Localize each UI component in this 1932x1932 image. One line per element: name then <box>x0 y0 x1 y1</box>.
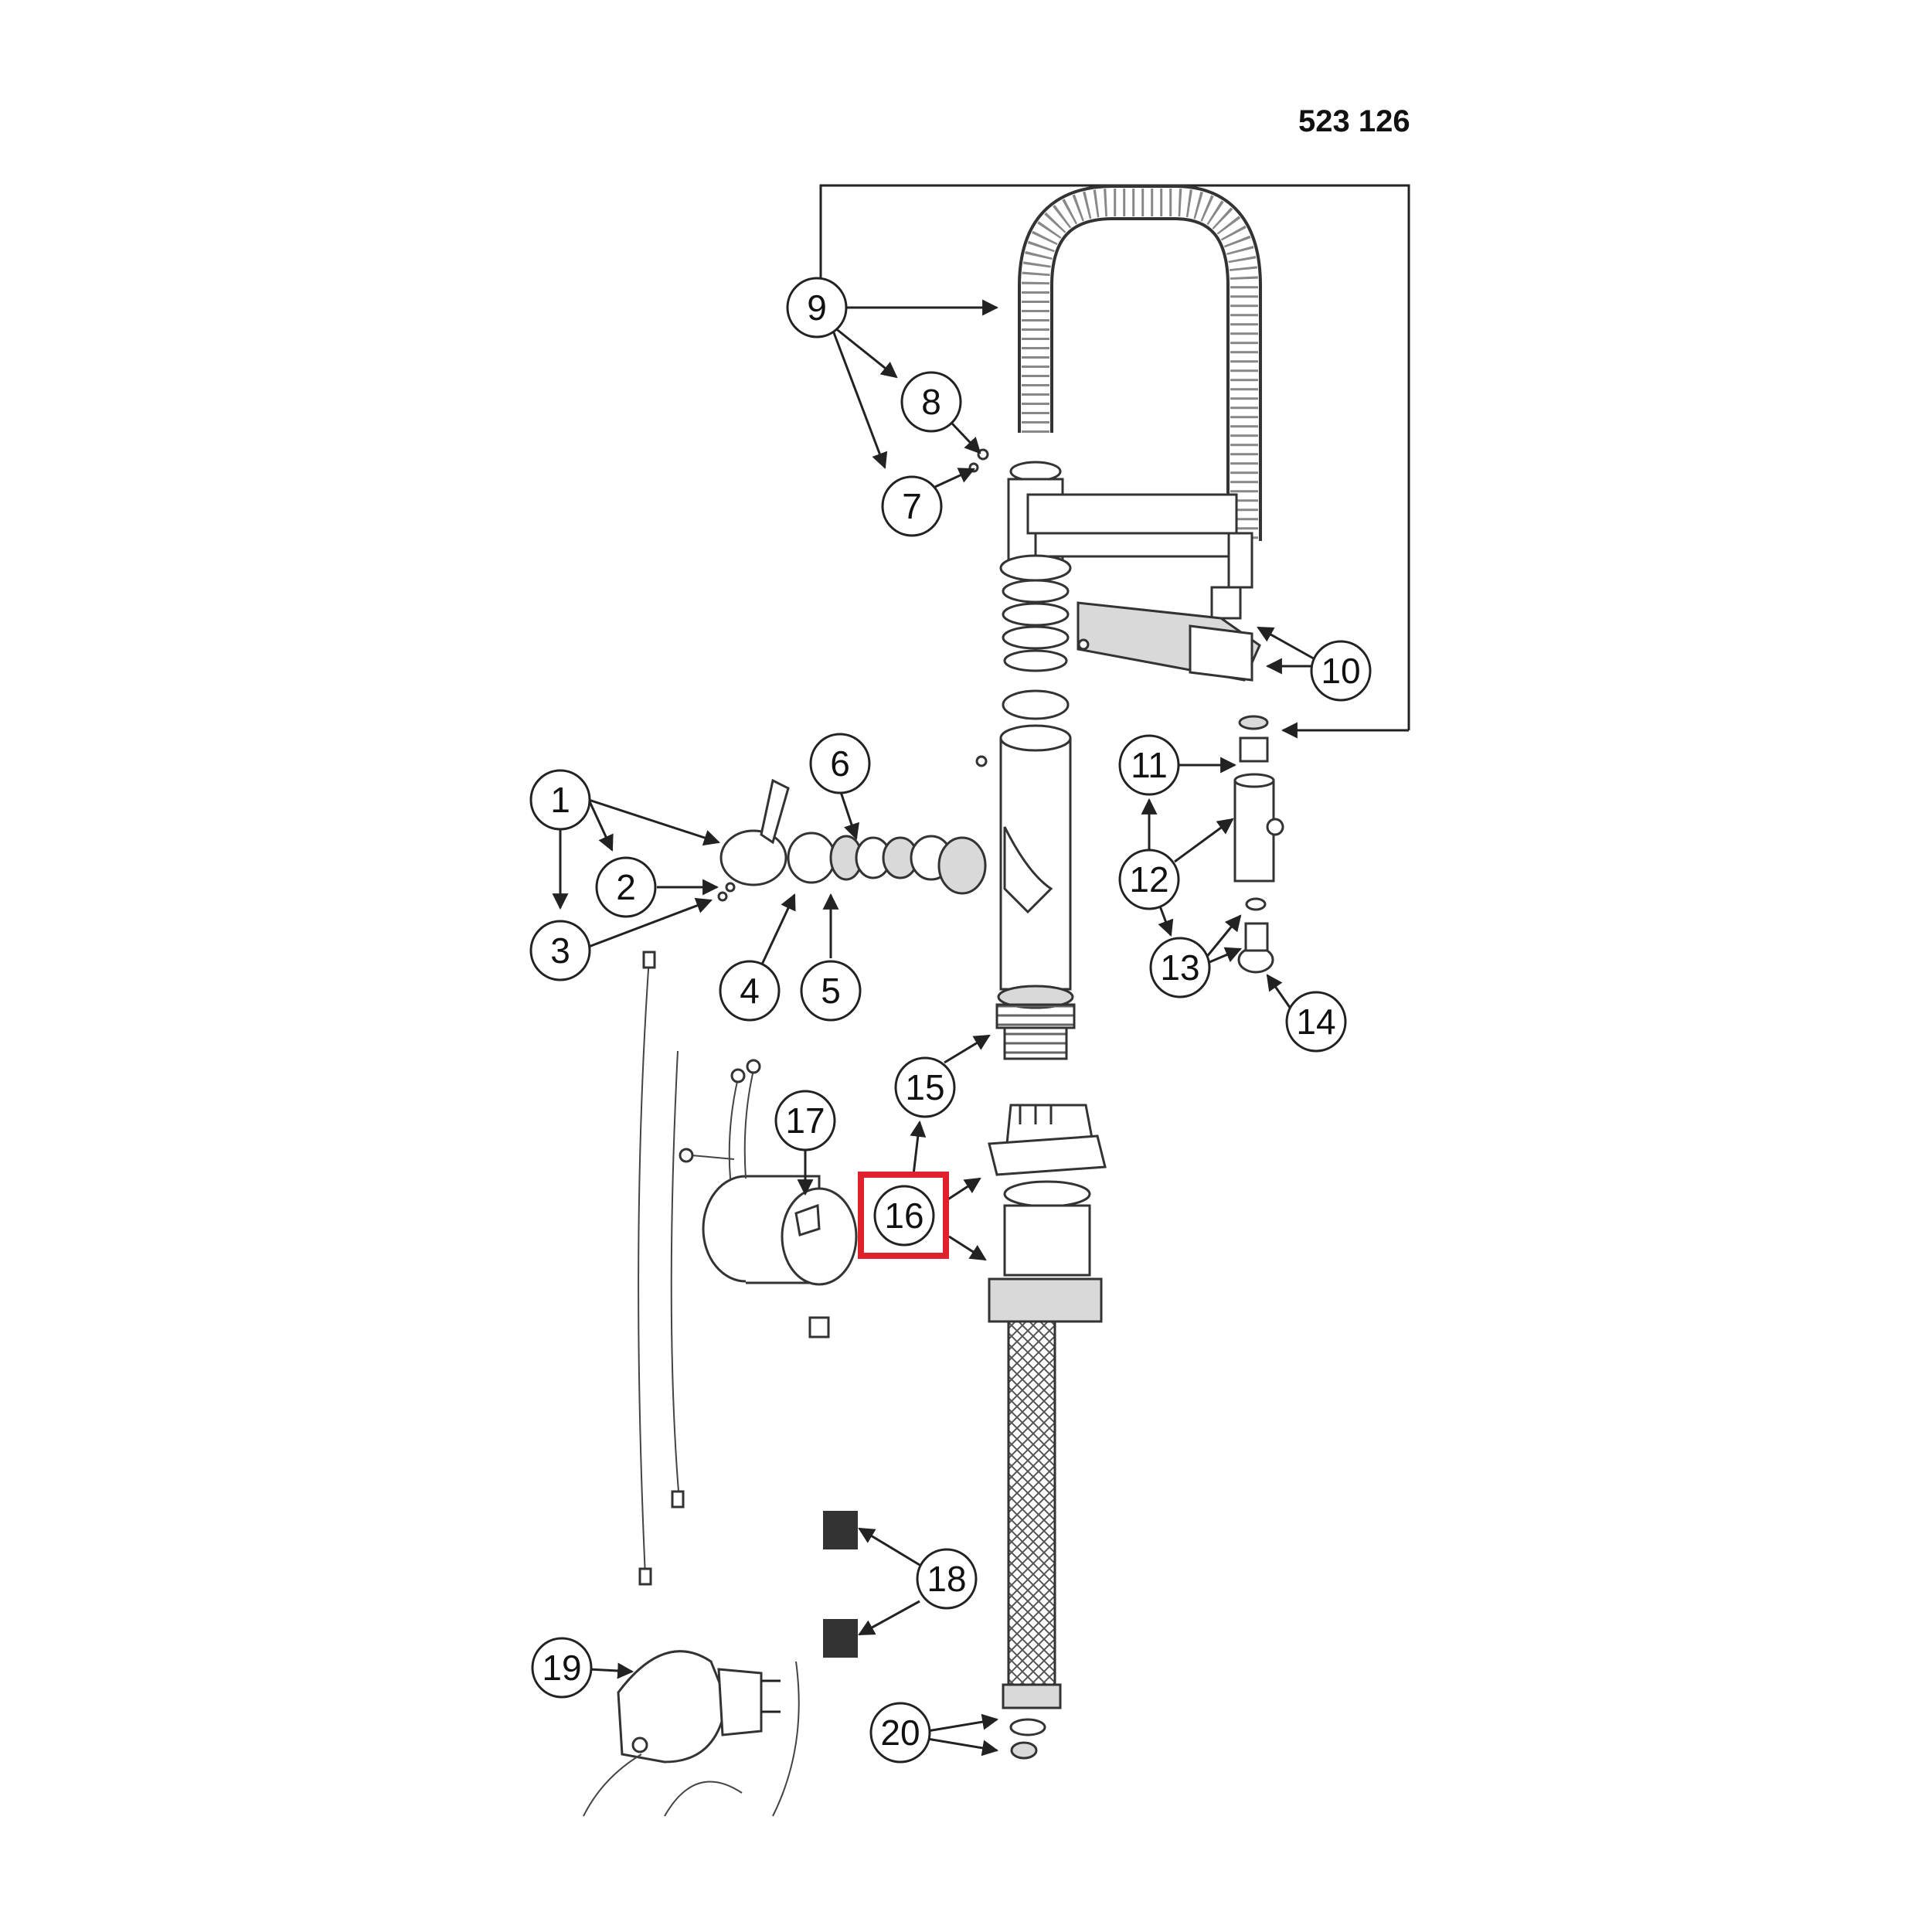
callout-15: 15 <box>894 1056 956 1118</box>
cables <box>638 951 685 1586</box>
callout-10: 10 <box>1310 640 1372 702</box>
callout-11-label: 11 <box>1131 745 1168 785</box>
callout-9: 9 <box>786 277 848 338</box>
callout-18-label: 18 <box>927 1559 966 1599</box>
callout-13-label: 13 <box>1160 947 1199 988</box>
callout-12-label: 12 <box>1129 859 1168 900</box>
callout-9-label: 9 <box>807 287 827 328</box>
callout-15-label: 15 <box>905 1067 944 1107</box>
callout-19: 19 <box>531 1637 593 1699</box>
callout-20-label: 20 <box>880 1713 920 1753</box>
callout-20: 20 <box>869 1702 931 1764</box>
callout-12: 12 <box>1118 849 1180 910</box>
callout-14-label: 14 <box>1296 1002 1335 1042</box>
adhesive-pad-bottom <box>823 1619 858 1658</box>
callout-7: 7 <box>881 475 943 537</box>
callout-10-label: 10 <box>1321 651 1360 691</box>
callout-6-label: 6 <box>830 743 850 784</box>
callout-7-label: 7 <box>902 486 922 526</box>
callout-2: 2 <box>595 856 657 918</box>
callout-5: 5 <box>800 960 862 1022</box>
side-valve <box>1233 715 1284 974</box>
callout-17: 17 <box>774 1090 836 1151</box>
leader-lines <box>552 299 1318 1757</box>
callout-17-label: 17 <box>785 1100 825 1141</box>
callout-14: 14 <box>1285 991 1347 1053</box>
callout-4: 4 <box>719 960 781 1022</box>
callout-8-label: 8 <box>921 382 941 422</box>
callout-3-label: 3 <box>550 930 570 971</box>
callout-1-label: 1 <box>550 780 570 820</box>
control-unit <box>988 1104 1107 1760</box>
callout-11: 11 <box>1118 734 1180 796</box>
callouts: 1 2 3 4 5 6 7 8 <box>529 277 1372 1764</box>
power-adapter <box>583 1650 800 1817</box>
callout-4-label: 4 <box>740 971 760 1011</box>
solenoid-valve <box>679 1059 858 1338</box>
callout-19-label: 19 <box>542 1648 581 1688</box>
callout-1: 1 <box>529 769 591 831</box>
lever-cartridge <box>717 778 987 902</box>
callout-2-label: 2 <box>616 867 636 907</box>
callout-18: 18 <box>916 1548 978 1610</box>
callout-6: 6 <box>809 733 871 794</box>
callout-3: 3 <box>529 920 591 981</box>
callout-16-label: 16 <box>884 1196 923 1236</box>
faucet-body <box>975 724 1076 1060</box>
callout-16: 16 <box>873 1185 935 1247</box>
callout-8: 8 <box>900 371 962 433</box>
document-code: 523 126 <box>1298 104 1410 138</box>
callout-5-label: 5 <box>821 971 841 1011</box>
spray-hose-assembly <box>819 184 1410 739</box>
adhesive-pad-top <box>823 1511 858 1549</box>
highlight-box <box>858 1172 949 1259</box>
callout-13: 13 <box>1149 937 1211 998</box>
